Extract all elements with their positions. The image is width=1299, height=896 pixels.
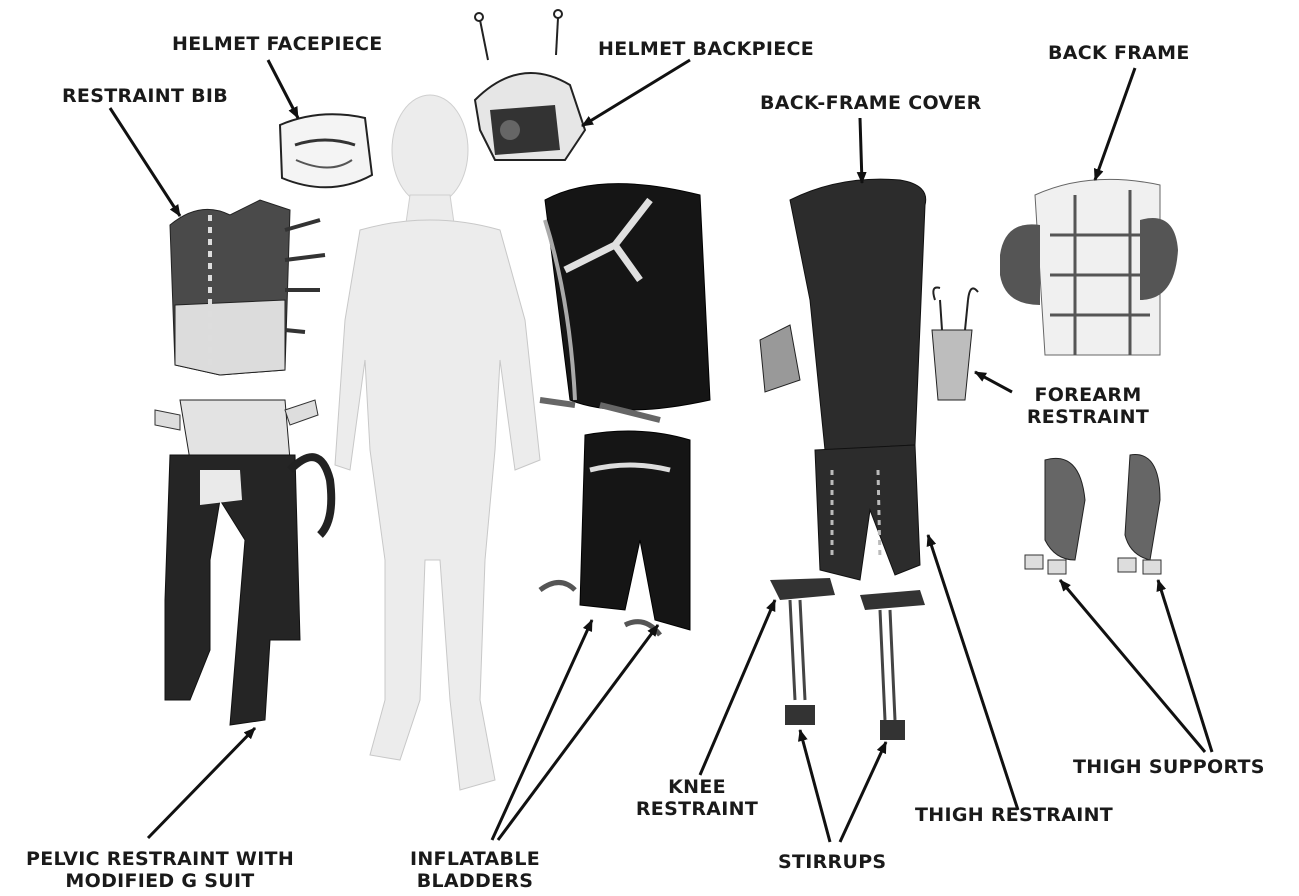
label-knee-line-1: KNEE bbox=[632, 776, 762, 798]
arrow-back-frame bbox=[1095, 68, 1135, 180]
label-pelvic-restraint: PELVIC RESTRAINT WITH MODIFIED G SUIT bbox=[0, 848, 320, 892]
label-helmet-facepiece: HELMET FACEPIECE bbox=[172, 33, 383, 55]
arrow-forearm-restraint bbox=[975, 372, 1012, 392]
arrow-helmet-backpiece bbox=[582, 60, 690, 126]
label-thigh-restraint: THIGH RESTRAINT bbox=[915, 804, 1113, 826]
pelvic-restraint-item bbox=[155, 400, 331, 725]
label-inflatable-bladders: INFLATABLE BLADDERS bbox=[400, 848, 550, 892]
arrow-back-frame-cover bbox=[860, 118, 862, 183]
arrow-helmet-facepiece bbox=[268, 60, 298, 118]
label-stirrups: STIRRUPS bbox=[778, 851, 886, 873]
label-restraint-bib: RESTRAINT BIB bbox=[62, 85, 228, 107]
label-helmet-backpiece: HELMET BACKPIECE bbox=[598, 38, 814, 60]
restraint-bib-item bbox=[170, 200, 325, 375]
label-forearm-restraint: FOREARM RESTRAINT bbox=[1018, 384, 1158, 428]
helmet-facepiece-item bbox=[280, 114, 372, 187]
arrow-thigh-restraint bbox=[928, 535, 1018, 810]
label-pelvic-line-1: PELVIC RESTRAINT WITH bbox=[0, 848, 320, 870]
forearm-restraint-item bbox=[932, 288, 978, 401]
helmet-backpiece-item bbox=[475, 10, 585, 160]
thigh-supports-item bbox=[1025, 455, 1161, 574]
label-knee-line-2: RESTRAINT bbox=[632, 798, 762, 820]
arrow-pelvic-restraint bbox=[148, 728, 255, 838]
label-forearm-line-1: FOREARM bbox=[1018, 384, 1158, 406]
back-frame-item bbox=[1000, 179, 1178, 355]
human-figure bbox=[335, 95, 540, 790]
back-frame-cover-item bbox=[760, 179, 926, 740]
label-back-frame-cover: BACK-FRAME COVER bbox=[760, 92, 982, 114]
label-knee-restraint: KNEE RESTRAINT bbox=[632, 776, 762, 820]
arrow-stirrup-2 bbox=[840, 742, 886, 842]
arrow-thigh-support-1 bbox=[1060, 580, 1205, 752]
label-thigh-supports: THIGH SUPPORTS bbox=[1073, 756, 1265, 778]
arrow-restraint-bib bbox=[110, 108, 180, 216]
label-forearm-line-2: RESTRAINT bbox=[1018, 406, 1158, 428]
arrow-stirrup-1 bbox=[800, 730, 830, 842]
arrow-knee-restraint bbox=[700, 600, 775, 775]
bladder-vest-item bbox=[540, 184, 710, 635]
arrow-bladder-1 bbox=[492, 620, 592, 840]
label-bladders-line-1: INFLATABLE bbox=[400, 848, 550, 870]
label-bladders-line-2: BLADDERS bbox=[400, 870, 550, 892]
label-pelvic-line-2: MODIFIED G SUIT bbox=[0, 870, 320, 892]
label-back-frame: BACK FRAME bbox=[1048, 42, 1190, 64]
